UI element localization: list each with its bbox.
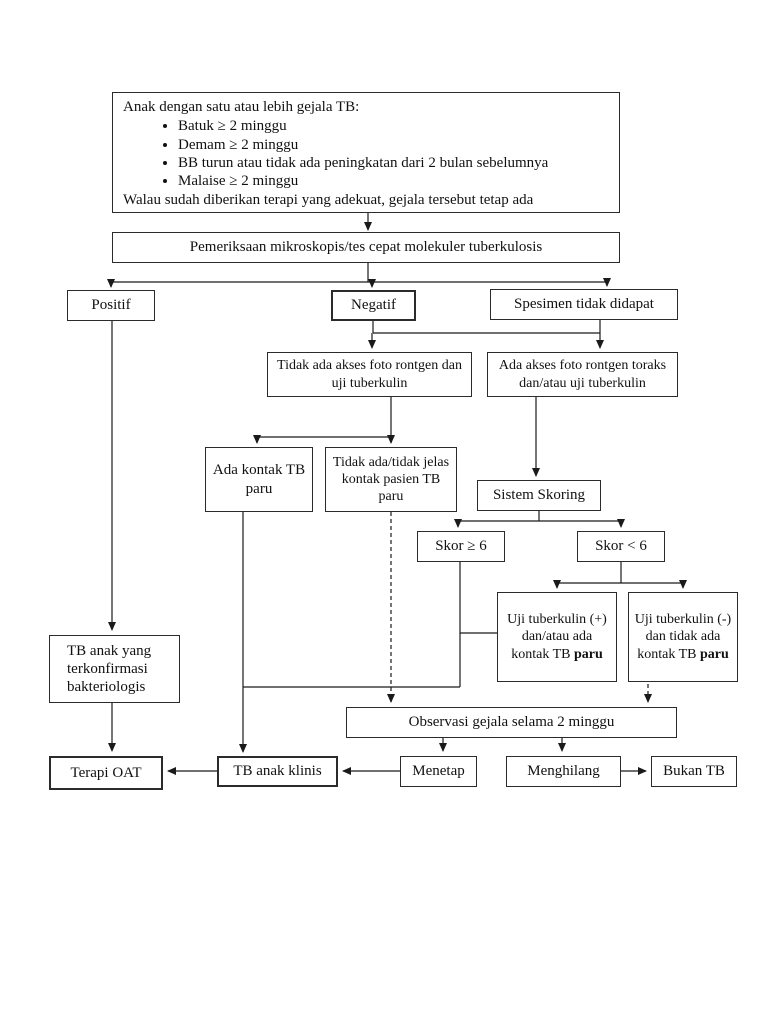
node-label: TB anak klinis: [233, 763, 322, 780]
node-no-kontak: Tidak ada/tidak jelas kontak pasien TB p…: [325, 447, 457, 512]
node-uji-neg: Uji tuberkulin (-) dan tidak ada kontak …: [628, 592, 738, 682]
node-label: Skor < 6: [595, 538, 647, 555]
node-konfirmasi: TB anak yang terkonfirmasi bakteriologis: [49, 635, 180, 703]
symptoms-footer: Walau sudah diberikan terapi yang adekua…: [123, 192, 534, 209]
node-skor-lt6: Skor < 6: [577, 531, 665, 562]
node-observasi: Observasi gejala selama 2 minggu: [346, 707, 677, 738]
node-tb-anak-klinis: TB anak klinis: [217, 756, 338, 787]
symptom-item: Batuk ≥ 2 minggu: [178, 117, 609, 135]
node-skoring: Sistem Skoring: [477, 480, 601, 511]
node-no-access: Tidak ada akses foto rontgen dan uji tub…: [267, 352, 472, 397]
node-label: Bukan TB: [663, 763, 725, 780]
node-label: Terapi OAT: [70, 764, 142, 781]
node-access: Ada akses foto rontgen toraks dan/atau u…: [487, 352, 678, 397]
node-label: Uji tuberkulin (-) dan tidak ada kontak …: [634, 612, 732, 662]
node-label: Negatif: [351, 297, 396, 314]
node-label: Menetap: [412, 763, 465, 780]
node-skor-ge6: Skor ≥ 6: [417, 531, 505, 562]
node-positif: Positif: [67, 290, 155, 321]
node-spesimen: Spesimen tidak didapat: [490, 289, 678, 320]
node-negatif: Negatif: [331, 290, 416, 321]
node-label: Pemeriksaan mikroskopis/tes cepat moleku…: [189, 239, 543, 256]
node-label: Observasi gejala selama 2 minggu: [408, 714, 615, 731]
node-label: Positif: [91, 297, 131, 314]
node-label: Ada kontak TB paru: [212, 462, 306, 497]
node-kontak: Ada kontak TB paru: [205, 447, 313, 512]
symptoms-bullet-list: Batuk ≥ 2 minggu Demam ≥ 2 minggu BB tur…: [123, 117, 609, 190]
node-terapi-oat: Terapi OAT: [49, 756, 163, 790]
symptom-item: Malaise ≥ 2 minggu: [178, 172, 609, 190]
node-label: Sistem Skoring: [492, 487, 586, 504]
node-label: TB anak yang terkonfirmasi bakteriologis: [67, 642, 152, 696]
node-symptoms: Anak dengan satu atau lebih gejala TB: B…: [112, 92, 620, 213]
node-label: Spesimen tidak didapat: [514, 296, 654, 313]
node-label: Tidak ada/tidak jelas kontak pasien TB p…: [332, 454, 450, 505]
node-label: Uji tuberkulin (+) dan/atau ada kontak T…: [507, 612, 607, 662]
node-label: Menghilang: [527, 763, 600, 780]
symptom-item: BB turun atau tidak ada peningkatan dari…: [178, 154, 609, 172]
symptom-item: Demam ≥ 2 minggu: [178, 136, 609, 154]
node-menghilang: Menghilang: [506, 756, 621, 787]
node-label: Ada akses foto rontgen toraks dan/atau u…: [498, 358, 667, 391]
node-label: Skor ≥ 6: [435, 538, 487, 555]
node-bukan-tb: Bukan TB: [651, 756, 737, 787]
node-uji-pos: Uji tuberkulin (+) dan/atau ada kontak T…: [497, 592, 617, 682]
node-exam: Pemeriksaan mikroskopis/tes cepat moleku…: [112, 232, 620, 263]
symptoms-intro: Anak dengan satu atau lebih gejala TB:: [123, 99, 360, 115]
node-menetap: Menetap: [400, 756, 477, 787]
node-label: Tidak ada akses foto rontgen dan uji tub…: [277, 358, 462, 391]
